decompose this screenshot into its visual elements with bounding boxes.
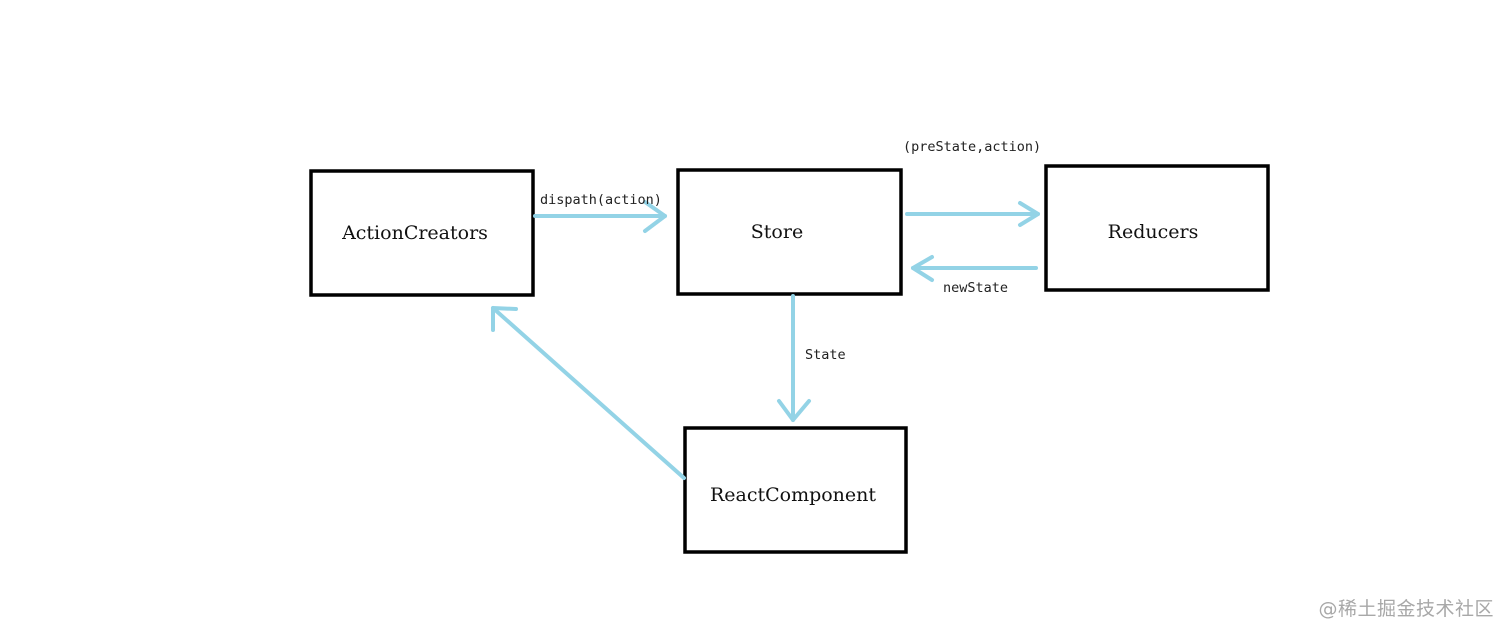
- edge-dispatch-arrow: [533, 200, 667, 233]
- edge-dispatch-label: dispath(action): [540, 192, 662, 208]
- edge-newstate-label: newState: [943, 280, 1008, 296]
- node-reducers: Reducers: [1044, 164, 1270, 292]
- node-store-label: Store: [751, 221, 803, 243]
- edge-component-to-creators-arrow: [491, 306, 686, 480]
- edge-state-label: State: [805, 347, 846, 363]
- edge-component-to-creators-line: [491, 306, 686, 480]
- edge-newstate-arrowhead: [911, 255, 934, 282]
- edge-state-arrowhead: [777, 399, 811, 422]
- node-store-box: [676, 168, 903, 296]
- edge-newstate-arrow: [911, 255, 1038, 282]
- node-action-creators-label: ActionCreators: [341, 222, 488, 244]
- edge-prestate-arrowhead: [1018, 201, 1040, 227]
- node-reducers-box: [1044, 164, 1270, 292]
- node-action-creators-box: [309, 169, 535, 297]
- edge-dispatch-arrowhead: [643, 200, 667, 233]
- watermark-text: @稀土掘金技术社区: [1318, 598, 1494, 620]
- edge-prestate-arrow: [905, 201, 1040, 227]
- edge-state-arrow: [777, 294, 811, 422]
- node-store: Store: [676, 168, 903, 296]
- node-action-creators: ActionCreators: [309, 169, 535, 297]
- node-react-component-label: ReactComponent: [710, 484, 876, 506]
- edge-prestate-label: (preState,action): [903, 139, 1041, 155]
- node-react-component: ReactComponent: [683, 426, 908, 554]
- edge-component-to-creators-arrowhead: [491, 306, 518, 332]
- node-react-component-box: [683, 426, 908, 554]
- node-reducers-label: Reducers: [1108, 221, 1199, 243]
